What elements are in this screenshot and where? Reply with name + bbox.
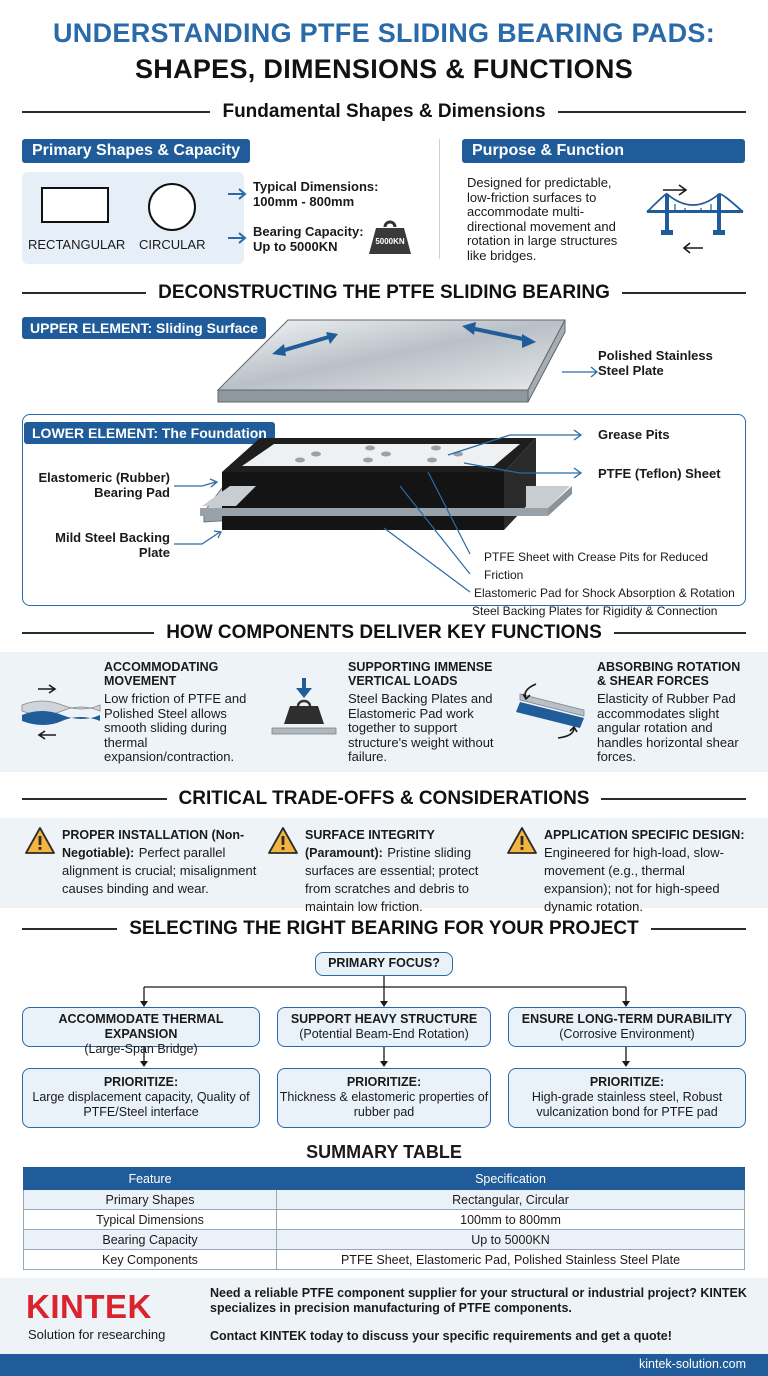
arrow-right-icon <box>228 188 247 244</box>
dims-text: Typical Dimensions: 100mm - 800mm <box>253 179 379 209</box>
footer-contact-text: Contact KINTEK today to discuss your spe… <box>210 1329 672 1343</box>
vertical-load-icon <box>271 678 337 735</box>
tradeoff-application: APPLICATION SPECIFIC DESIGN: Engineered … <box>544 828 745 914</box>
page-title-line2: SHAPES, DIMENSIONS & FUNCTIONS <box>134 54 634 84</box>
note-ptfe: PTFE Sheet with Crease Pits for Reduced … <box>484 550 709 582</box>
primary-focus-box: PRIMARY FOCUS? <box>315 952 453 976</box>
table-header-row: Feature Specification <box>23 1167 745 1190</box>
sliding-layers-icon <box>21 684 101 740</box>
shape-circle-label: CIRCULAR <box>139 237 206 252</box>
note-backing: Steel Backing Plates for Rigidity & Conn… <box>472 604 718 618</box>
option-thermal-expansion: ACCOMMODATE THERMAL EXPANSION (Large-Spa… <box>22 1007 260 1056</box>
leader-lines-left <box>174 478 222 545</box>
capacity-text: Bearing Capacity: Up to 5000KN <box>253 224 364 254</box>
purpose-pill: Purpose & Function <box>462 139 745 163</box>
section-heading-shapes: Fundamental Shapes & Dimensions <box>22 99 747 125</box>
shape-rect-label: RECTANGULAR <box>28 237 126 252</box>
option-heavy-structure: SUPPORT HEAVY STRUCTURE (Potential Beam-… <box>277 1007 491 1047</box>
section-heading-functions: HOW COMPONENTS DELIVER KEY FUNCTIONS <box>22 620 746 646</box>
kintek-tagline: Solution for researching <box>28 1327 166 1342</box>
prioritize-durability: PRIORITIZE: High-grade stainless steel, … <box>508 1068 746 1128</box>
decision-connector-lines <box>140 976 630 1007</box>
note-leader-lines <box>383 471 471 593</box>
label-stainless-steel-plate: Polished Stainless Steel Plate <box>598 348 713 378</box>
page-title-line1: UNDERSTANDING PTFE SLIDING BEARING PADS: <box>52 18 716 48</box>
option-down-arrows <box>140 1047 630 1067</box>
label-backing-plate: Mild Steel Backing Plate <box>55 530 170 560</box>
backing-plate-illustration <box>200 486 572 516</box>
warning-icon <box>268 827 298 854</box>
functions-band <box>0 652 768 772</box>
component-notes: PTFE Sheet with Crease Pits for Reduced … <box>472 548 742 620</box>
label-elastomeric-pad: Elastomeric (Rubber) Bearing Pad <box>38 470 170 500</box>
col-specification: Specification <box>276 1167 745 1190</box>
primary-shapes-pill: Primary Shapes & Capacity <box>22 139 251 163</box>
rotation-icon <box>516 683 585 739</box>
section-heading-selecting: SELECTING THE RIGHT BEARING FOR YOUR PRO… <box>22 916 746 942</box>
weight-label: 5000KN <box>375 237 405 246</box>
circle-shape-icon <box>148 183 196 231</box>
prioritize-thermal: PRIORITIZE: Large displacement capacity,… <box>22 1068 260 1128</box>
label-ptfe-sheet: PTFE (Teflon) Sheet <box>598 466 721 481</box>
kintek-logo[interactable]: KINTEK <box>26 1288 152 1325</box>
lower-element-pill: LOWER ELEMENT: The Foundation <box>24 422 275 444</box>
purpose-text: Designed for predictable, low-friction s… <box>467 175 618 263</box>
stainless-steel-plate-illustration <box>216 319 566 403</box>
function-item-movement: ACCOMMODATING MOVEMENT Low friction of P… <box>104 660 247 764</box>
rectangle-shape-icon <box>41 187 109 223</box>
warning-icon <box>507 827 537 854</box>
note-elastomeric: Elastomeric Pad for Shock Absorption & R… <box>474 586 735 600</box>
label-grease-pits: Grease Pits <box>598 427 670 442</box>
lower-bearing-illustration <box>202 438 546 530</box>
prioritize-heavy: PRIORITIZE: Thickness & elastomeric prop… <box>277 1068 491 1128</box>
footer-url-link[interactable]: kintek-solution.com <box>639 1357 746 1371</box>
footer-bar <box>0 1354 768 1376</box>
col-feature: Feature <box>23 1167 277 1190</box>
weight-icon <box>369 220 411 254</box>
tradeoffs-band <box>0 818 768 908</box>
movement-arrows-icon <box>272 322 536 356</box>
leader-lines-right <box>447 429 583 479</box>
bridge-icon <box>646 184 744 254</box>
function-item-loads: SUPPORTING IMMENSE VERTICAL LOADS Steel … <box>348 660 494 764</box>
vertical-divider <box>439 139 440 259</box>
upper-element-pill: UPPER ELEMENT: Sliding Surface <box>22 317 266 339</box>
section-heading-tradeoffs: CRITICAL TRADE-OFFS & CONSIDERATIONS <box>22 786 746 812</box>
footer-cta-text: Need a reliable PTFE component supplier … <box>210 1286 747 1315</box>
function-item-rotation: ABSORBING ROTATION & SHEAR FORCES Elasti… <box>597 660 741 764</box>
summary-heading: SUMMARY TABLE <box>306 1142 462 1162</box>
footer-band <box>0 1278 768 1354</box>
option-long-term-durability: ENSURE LONG-TERM DURABILITY (Corrosive E… <box>508 1007 746 1047</box>
tradeoff-surface: SURFACE INTEGRITY (Paramount): Pristine … <box>305 828 479 914</box>
section-heading-deconstruct: DECONSTRUCTING THE PTFE SLIDING BEARING <box>22 280 747 306</box>
warning-icon <box>25 827 55 854</box>
leader-line <box>562 366 599 378</box>
tradeoff-installation: PROPER INSTALLATION (Non-Negotiable): Pe… <box>62 828 257 896</box>
